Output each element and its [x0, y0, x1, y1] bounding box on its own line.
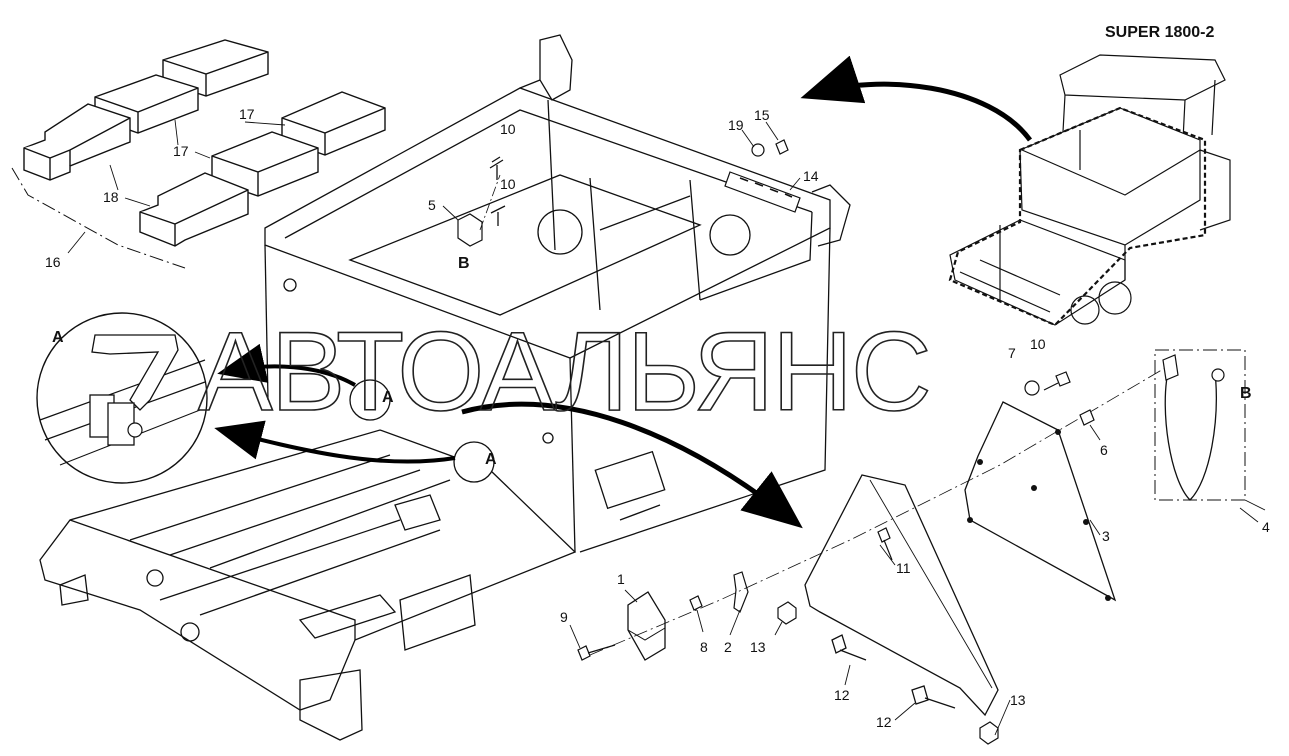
bolt-10-lower [490, 205, 506, 226]
label-7: 7 [1008, 345, 1016, 361]
bolt-15 [775, 139, 789, 155]
washer-6 [1079, 409, 1095, 426]
label-6: 6 [1100, 442, 1108, 458]
bracket-5 [457, 213, 483, 247]
side-panel-3 [964, 401, 1117, 602]
set-bracket-16 [11, 167, 186, 269]
label-10-lower: 10 [500, 176, 516, 192]
screw-11 [877, 527, 893, 561]
bolt-12-lower [911, 685, 956, 709]
screw-9 [577, 644, 616, 661]
clip-2 [733, 571, 749, 613]
arrow-to-detail-a [217, 343, 356, 387]
label-14: 14 [803, 168, 819, 184]
label-4: 4 [1262, 519, 1270, 535]
bolt-10-upper [489, 156, 504, 180]
label-17-middle: 17 [173, 143, 189, 159]
detail-view-a [36, 312, 208, 484]
label-12-lower: 12 [876, 714, 892, 730]
view-marker-a-lower-label: A [485, 451, 497, 468]
insulation-block [139, 172, 249, 247]
machine-highlight-outline [948, 106, 1207, 327]
washer-19 [751, 143, 765, 157]
label-16: 16 [45, 254, 61, 270]
label-13-upper: 13 [750, 639, 766, 655]
insulation-block [23, 103, 131, 181]
label-15: 15 [754, 107, 770, 123]
label-10-upper: 10 [500, 121, 516, 137]
label-9: 9 [560, 609, 568, 625]
washer-7 [1024, 380, 1040, 396]
insulation-blocks-group [23, 39, 386, 247]
label-5: 5 [428, 197, 436, 213]
model-title: SUPER 1800-2 [1105, 24, 1214, 41]
view-marker-a-upper [349, 379, 391, 421]
paver-machine-illustration [949, 54, 1231, 326]
detail-callout-a: A [52, 329, 64, 346]
nut-13-upper [777, 601, 797, 625]
assembly-line [479, 174, 501, 231]
main-frame [39, 34, 851, 741]
label-1: 1 [617, 571, 625, 587]
label-11: 11 [896, 560, 911, 576]
leader-lines [67, 119, 1259, 736]
strip-14 [724, 171, 801, 213]
view-marker-a-lower [453, 441, 495, 483]
label-2: 2 [724, 639, 732, 655]
label-8: 8 [700, 639, 708, 655]
nut-13-lower [979, 721, 999, 745]
callout-b-cable: B [1240, 385, 1252, 402]
screw-8 [689, 595, 703, 611]
arrow-to-detail-a-lower [214, 420, 456, 464]
bolt-12-upper [831, 634, 867, 661]
arrow-from-machine [800, 55, 1033, 142]
label-17-top: 17 [239, 106, 255, 122]
label-18: 18 [103, 189, 119, 205]
cable-4 [1164, 371, 1217, 501]
watermark-text: АВТОАЛЬЯНС [198, 309, 930, 434]
label-13-lower: 13 [1010, 692, 1026, 708]
label-19: 19 [728, 117, 744, 133]
label-12-upper: 12 [834, 687, 850, 703]
view-marker-a-upper-label: A [382, 389, 394, 406]
strip-14-holes [739, 177, 793, 198]
callout-b-frame: B [458, 255, 470, 272]
label-10-right: 10 [1030, 336, 1046, 352]
arrow-to-side-panel [461, 401, 803, 529]
bolt-10-right [1043, 371, 1071, 391]
label-3: 3 [1102, 528, 1110, 544]
side-panel-large [804, 474, 999, 717]
assembly-axis [589, 367, 1166, 656]
